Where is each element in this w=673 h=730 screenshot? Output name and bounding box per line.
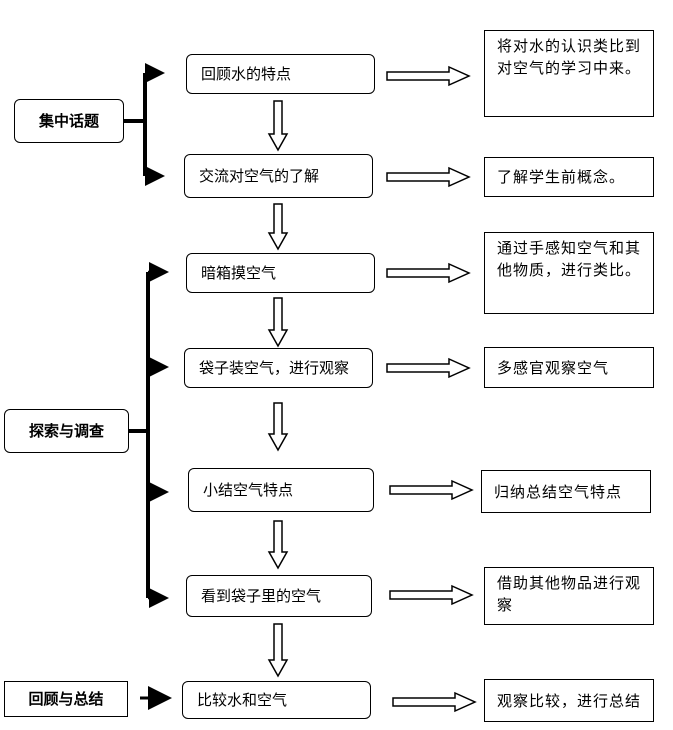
result-box: 多感官观察空气 [484, 347, 654, 388]
step-box: 袋子装空气，进行观察 [184, 348, 373, 388]
result-box: 通过手感知空气和其他物质，进行类比。 [484, 232, 654, 314]
result-box: 将对水的认识类比到对空气的学习中来。 [484, 30, 654, 117]
result-box: 归纳总结空气特点 [481, 470, 651, 513]
step-box: 交流对空气的了解 [184, 154, 373, 198]
result-box: 了解学生前概念。 [484, 157, 654, 197]
focus-bracket-arrows [145, 63, 165, 186]
step-box: 看到袋子里的空气 [186, 575, 372, 617]
right-arrows [386, 65, 477, 713]
step-box: 小结空气特点 [188, 468, 374, 512]
result-box: 借助其他物品进行观察 [484, 567, 654, 625]
step-box: 比较水和空气 [182, 681, 371, 719]
result-box: 观察比较，进行总结 [484, 679, 654, 722]
phase-review: 回顾与总结 [4, 681, 128, 717]
phase-focus: 集中话题 [14, 99, 124, 143]
step-box: 回顾水的特点 [186, 54, 375, 94]
explore-bracket [129, 272, 150, 598]
phase-explore: 探索与调查 [4, 409, 129, 453]
step-box: 暗箱摸空气 [186, 253, 375, 293]
explore-bracket-arrows [148, 262, 169, 608]
focus-bracket [124, 73, 147, 176]
down-arrows [267, 100, 289, 678]
